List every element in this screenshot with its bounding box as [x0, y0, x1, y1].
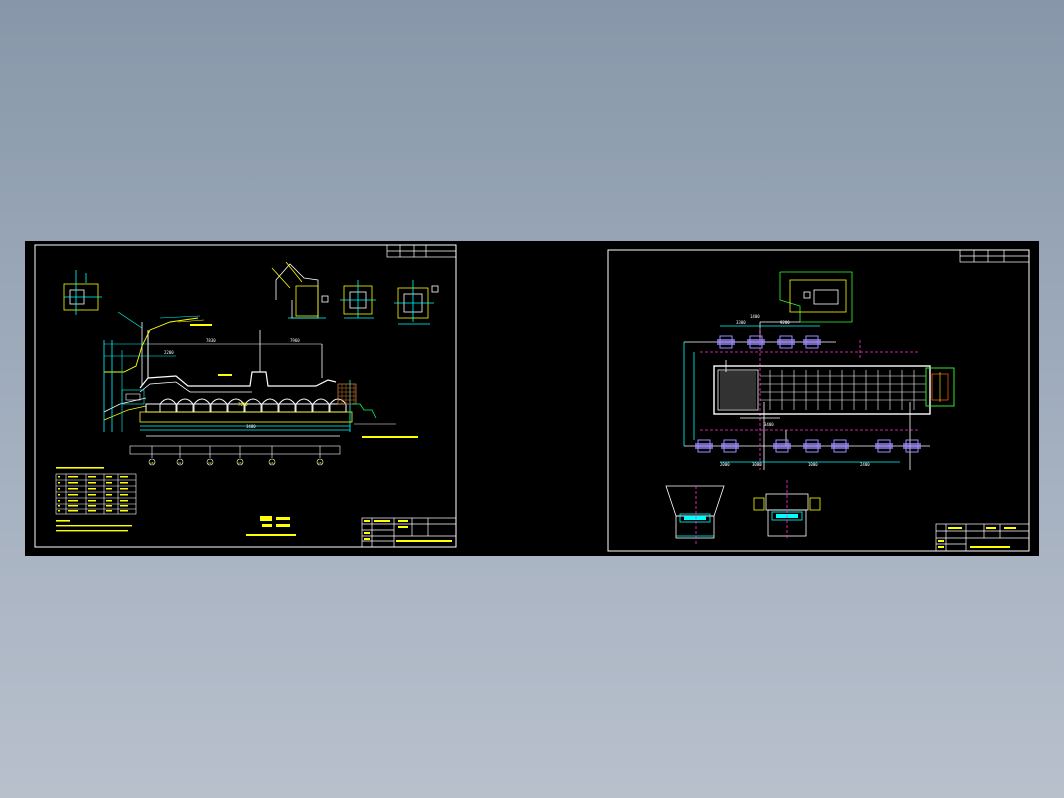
axis-marker: [316, 458, 324, 466]
dim-label-3: 3480: [246, 424, 256, 429]
dim-r-2: 1400: [750, 314, 760, 319]
dim-r-4: 2000: [720, 462, 730, 467]
pump-body: [903, 443, 921, 449]
pump-body: [773, 443, 791, 449]
axis-label: 10: [150, 461, 154, 465]
axis-marker: [176, 458, 184, 466]
section-caption: [190, 324, 418, 536]
detail-b: [271, 261, 329, 319]
pump-body: [875, 443, 893, 449]
right-sheet-border: [607, 249, 1030, 552]
pump-body: [803, 443, 821, 449]
axis-label: 14: [270, 461, 274, 465]
section-view-1: [665, 485, 725, 546]
detail-d: [394, 280, 439, 325]
dim-r-8: 3400: [764, 422, 774, 427]
axis-label: 11: [178, 461, 182, 465]
left-sheet-border: [34, 244, 457, 548]
pump-body: [695, 443, 713, 449]
axis-label: 13: [238, 461, 242, 465]
pump-units: [695, 335, 921, 453]
pump-body: [721, 443, 739, 449]
pump-body: [831, 443, 849, 449]
detail-a: [63, 270, 102, 315]
section-view-2: [753, 480, 821, 540]
cad-model-canvas[interactable]: 10 11 12 13 14 15 7830 7960 3480 2200 7000: [25, 241, 1039, 556]
right-top-title-block: [959, 249, 1030, 263]
axis-marker: [206, 458, 214, 466]
axis-label: 12: [208, 461, 212, 465]
dim-r-6: 1000: [808, 462, 818, 467]
dim-label-1: 7830: [206, 338, 216, 343]
dim-label-5: 7000: [238, 402, 248, 407]
left-drawing-sheet[interactable]: 10 11 12 13 14 15 7830 7960 3480 2200 7000: [34, 244, 457, 548]
intake-basin: [713, 365, 955, 415]
left-title-block: [361, 517, 457, 548]
pump-body: [717, 339, 735, 345]
axis-label: 15: [318, 461, 322, 465]
left-top-title-block: [386, 244, 457, 258]
pump-house: [759, 271, 853, 340]
dim-r-1: 3300: [736, 320, 746, 325]
dim-r-7: 2400: [860, 462, 870, 467]
dim-r-3: 9200: [780, 320, 790, 325]
dim-r-5: 3000: [752, 462, 762, 467]
dim-label-2: 7960: [290, 338, 300, 343]
notes: [56, 467, 132, 532]
right-title-block: [935, 523, 1030, 552]
cad-drawing: 10 11 12 13 14 15 7830 7960 3480 2200 7000: [34, 244, 1030, 552]
axis-marker: [236, 458, 244, 466]
pump-body: [803, 339, 821, 345]
dim-label-4: 2200: [164, 350, 174, 355]
main-section: 10 11 12 13 14 15: [103, 311, 396, 466]
detail-c: [340, 280, 376, 319]
material-table: [55, 473, 137, 515]
axis-marker: [148, 458, 156, 466]
right-drawing-sheet[interactable]: 3300 1400 9200 2000 3000 1000 2400 3400: [607, 249, 1030, 552]
axis-marker: [268, 458, 276, 466]
pump-body: [747, 339, 765, 345]
pump-body: [777, 339, 795, 345]
